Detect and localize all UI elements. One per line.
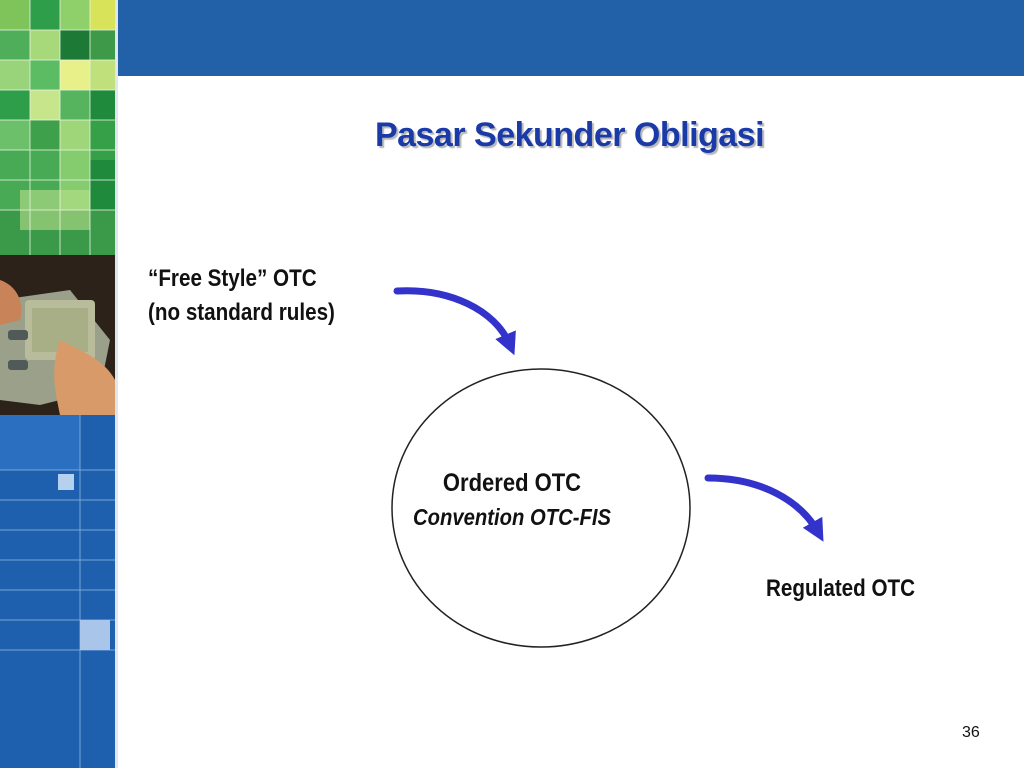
source-label: “Free Style” OTC (no standard rules) — [148, 262, 335, 330]
slide-title: Pasar Sekunder Obligasi — [374, 116, 765, 154]
page-number: 36 — [962, 724, 980, 741]
arrow-source-to-center — [393, 287, 516, 356]
source-label-line2: (no standard rules) — [148, 299, 335, 326]
center-circle — [391, 368, 691, 648]
source-label-line1: “Free Style” OTC — [148, 265, 317, 292]
center-label-sub: Convention OTC-FIS — [413, 504, 611, 530]
panel-divider — [115, 0, 118, 768]
top-header-bar — [0, 0, 1024, 76]
center-label-main: Ordered OTC — [442, 469, 582, 497]
side-collage-image — [0, 0, 115, 768]
left-decorative-panel — [0, 0, 115, 768]
arrow-center-to-target — [704, 474, 824, 542]
target-label: Regulated OTC — [766, 575, 916, 602]
center-label: Ordered OTC Convention OTC-FIS — [0, 466, 1024, 534]
